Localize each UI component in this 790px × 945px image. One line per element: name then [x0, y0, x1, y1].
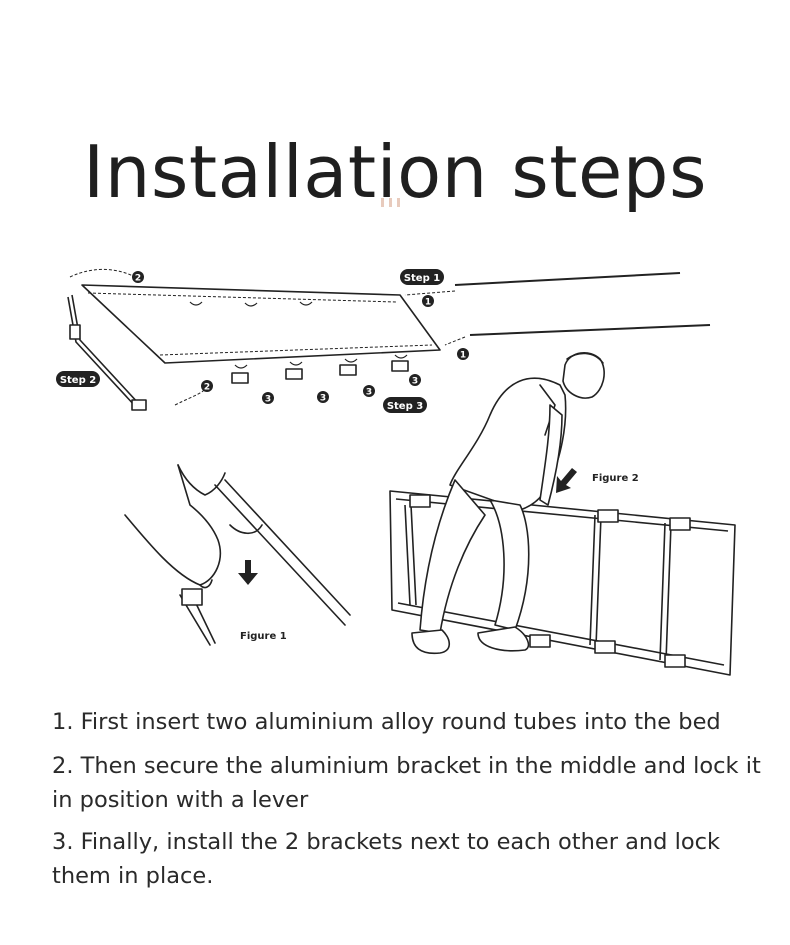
figure-2-label: Figure 2: [592, 473, 639, 484]
marker-label: 2: [204, 383, 210, 393]
step-2-badge: Step 2: [56, 371, 100, 387]
step-3-text: 3. Finally, install the 2 brackets next …: [52, 829, 720, 889]
marker-label: 1: [460, 351, 466, 361]
marker-label: 3: [412, 377, 418, 387]
figure-2-bed-frame: [389, 490, 736, 676]
step-3-label: Step 3: [387, 401, 423, 412]
marker-3-d: 3: [409, 374, 421, 387]
marker-3-a: 3: [262, 392, 274, 405]
marker-1-bottom: 1: [457, 348, 469, 361]
marker-label: 3: [366, 388, 372, 398]
marker-label: 3: [320, 394, 326, 404]
figure-1-label: Figure 1: [240, 631, 287, 642]
step-2-label: Step 2: [60, 375, 96, 386]
step-1-badge: Step 1: [400, 269, 444, 285]
figure-2-person: [411, 352, 605, 655]
marker-label: 3: [265, 395, 271, 405]
figure-1-hand-lever: [124, 464, 351, 646]
marker-1-top: 1: [422, 295, 434, 308]
marker-2-top: 2: [132, 271, 144, 284]
bed-assembly-diagram: [67, 268, 711, 411]
step-1-label: Step 1: [404, 273, 440, 284]
instruction-list: 1. First insert two aluminium alloy roun…: [52, 705, 772, 901]
page-title: Installation steps: [83, 130, 707, 215]
decorative-divider: [381, 198, 405, 208]
marker-3-b: 3: [317, 391, 329, 404]
step-2-text: 2. Then secure the aluminium bracket in …: [52, 753, 761, 813]
installation-illustration: Step 1 Step 2 Step 3 1 1 2 2 3 3 3 3 Fig…: [0, 255, 790, 695]
marker-label: 1: [425, 298, 431, 308]
down-arrow-icon: [238, 560, 258, 585]
marker-2-bottom: 2: [201, 380, 213, 393]
marker-3-c: 3: [363, 385, 375, 398]
marker-label: 2: [135, 274, 141, 284]
step-1-text: 1. First insert two aluminium alloy roun…: [52, 709, 721, 735]
diagonal-arrow-icon: [556, 468, 577, 493]
step-3-badge: Step 3: [383, 397, 427, 413]
